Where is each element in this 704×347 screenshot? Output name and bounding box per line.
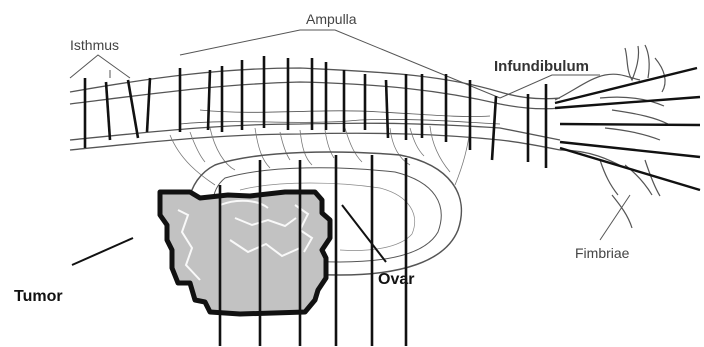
label-fimbriae: Fimbriae — [575, 245, 630, 261]
tumor-region — [160, 192, 330, 314]
label-ampulla: Ampulla — [306, 11, 357, 27]
isthmus-bracket — [70, 55, 130, 78]
hatch-lines-tube — [85, 56, 546, 168]
ovary-pointer — [342, 205, 386, 262]
label-isthmus: Isthmus — [70, 37, 119, 53]
ampulla-bracket — [180, 30, 500, 98]
fimbriae-leader — [600, 195, 630, 240]
fimbriae-lines — [555, 68, 700, 190]
tumor-pointer — [72, 238, 133, 265]
fallopian-tube — [70, 68, 560, 150]
label-tumor: Tumor — [14, 288, 63, 305]
label-infundibulum: Infundibulum — [494, 58, 589, 75]
label-ovary: Ovar — [378, 271, 414, 288]
